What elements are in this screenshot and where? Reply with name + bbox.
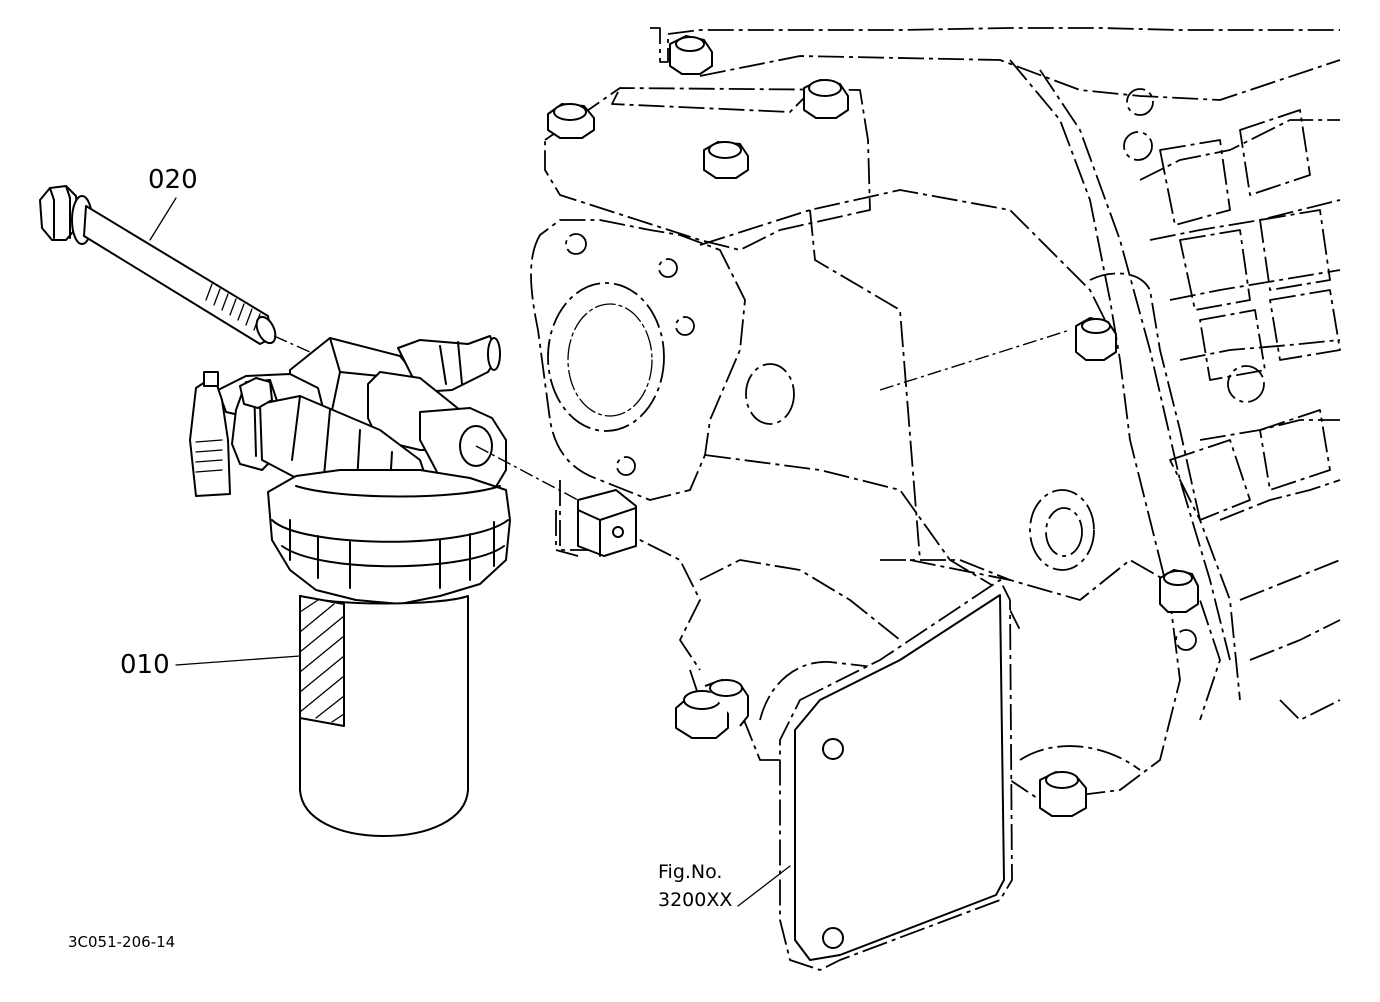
drawing-code: 3C051-206-14 xyxy=(68,933,175,951)
callout-010: 010 xyxy=(120,650,301,680)
filter-cartridge-010 xyxy=(267,469,511,837)
bolt-part-020 xyxy=(39,185,311,353)
callout-label-020: 020 xyxy=(148,165,198,195)
callout-020: 020 xyxy=(148,165,198,241)
figure-reference-line1: Fig.No. xyxy=(658,861,722,883)
callout-label-010: 010 xyxy=(120,650,170,680)
figure-reference-line2: 3200XX xyxy=(658,889,732,911)
engine-block-outline xyxy=(530,27,1341,801)
mounting-bracket xyxy=(555,489,1013,971)
figure-reference: Fig.No. 3200XX xyxy=(658,861,791,911)
engine-bolts xyxy=(547,35,1199,817)
